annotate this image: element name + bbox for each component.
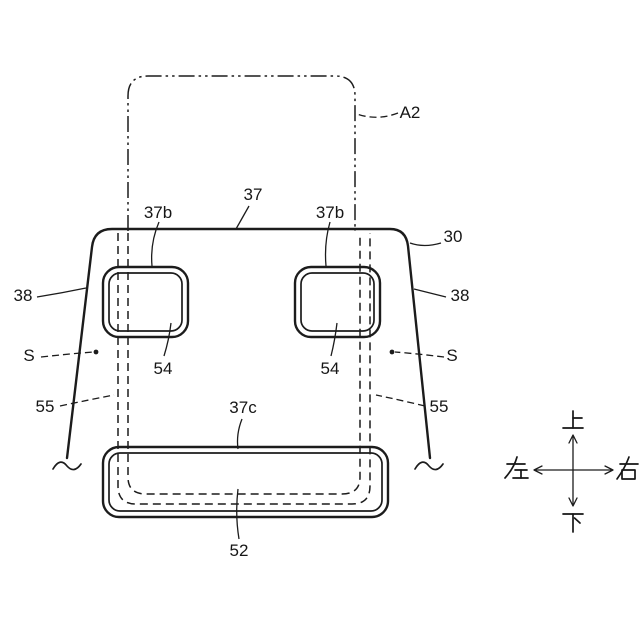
- leader-38-left: [36, 287, 87, 298]
- hole-left-inner: [108, 272, 183, 332]
- label-52: 52: [230, 541, 249, 560]
- compass-arrowhead-up: [568, 434, 578, 444]
- label-38-left: 38: [14, 286, 33, 305]
- label-54-right: 54: [321, 359, 340, 378]
- kanji-up-glyph: [562, 410, 584, 429]
- label-37b-left: 37b: [144, 203, 172, 222]
- leader-38-right: [413, 288, 447, 298]
- leader-55-left: [59, 394, 115, 407]
- leader-55-right: [375, 394, 426, 407]
- kanji-right-glyph: [616, 456, 639, 480]
- leader-37b-right: [324, 221, 331, 267]
- label-55-right: 55: [430, 397, 449, 416]
- leader-30: [409, 242, 442, 247]
- kanji-left-glyph: [504, 456, 529, 479]
- label-55-left: 55: [36, 397, 55, 416]
- hidden-line-inner: [127, 233, 361, 495]
- leader-37: [235, 205, 250, 230]
- leader-s-right: [394, 351, 445, 358]
- leader-54-right: [330, 322, 338, 357]
- hidden-line-outer: [117, 233, 371, 505]
- label-37b-right: 37b: [316, 203, 344, 222]
- hole-right-inner: [300, 272, 375, 332]
- hole-right-outer: [293, 265, 382, 339]
- compass-arrowhead-left: [533, 465, 543, 475]
- label-54-left: 54: [154, 359, 173, 378]
- slot-outer: [101, 445, 390, 519]
- break-line-left: [52, 461, 82, 471]
- phantom-outline-a2: [127, 75, 356, 231]
- leader-37c: [236, 418, 243, 450]
- body-outline: [65, 227, 432, 460]
- direction-compass: [504, 410, 639, 533]
- label-s-right: S: [446, 346, 457, 365]
- leader-s-left-dot: [93, 349, 99, 355]
- compass-arrowhead-right: [604, 465, 614, 475]
- leader-a2: [356, 112, 399, 118]
- kanji-down-glyph: [562, 513, 584, 533]
- compass-arrowhead-down: [568, 497, 578, 507]
- hole-left-outer: [101, 265, 190, 339]
- leader-s-left: [40, 351, 94, 358]
- label-38-right: 38: [451, 286, 470, 305]
- leader-s-right-dot: [389, 349, 395, 355]
- leader-37b-left: [151, 221, 160, 267]
- label-group: A2 37 37b 37b 30 38 38 S S 55 55 37c 54 …: [14, 103, 470, 560]
- label-37c: 37c: [229, 398, 257, 417]
- slot-inner: [108, 452, 383, 512]
- label-a2: A2: [400, 103, 421, 122]
- label-37: 37: [244, 185, 263, 204]
- label-30: 30: [444, 227, 463, 246]
- leader-52: [236, 488, 240, 540]
- leader-54-left: [163, 322, 172, 357]
- break-line-right: [414, 461, 444, 471]
- label-s-left: S: [23, 346, 34, 365]
